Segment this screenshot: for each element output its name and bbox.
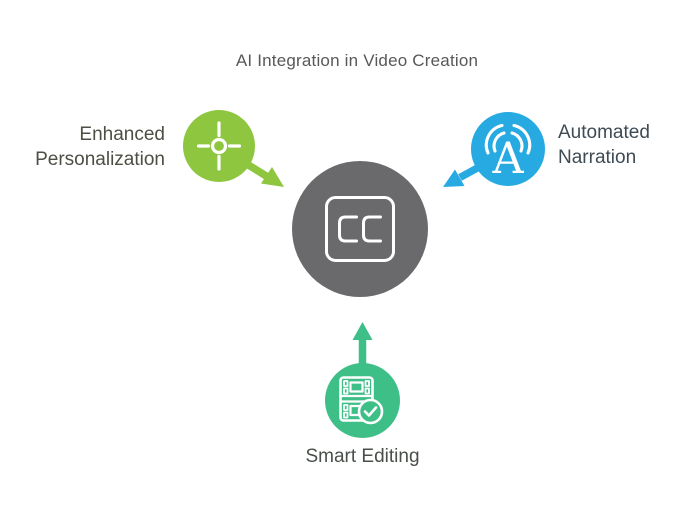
node-automated-narration: A [471,112,545,186]
narration-waves-icon: A [484,123,532,179]
label-automated-narration: Automated Narration [558,122,650,168]
label-enhanced-personalization: Enhanced Personalization [35,124,165,170]
diagram-title: AI Integration in Video Creation [235,51,479,70]
node-enhanced-personalization [183,110,255,182]
arrow-editing-to-center [352,322,373,368]
arrow-narration-to-center [443,162,483,187]
film-checkmark-icon [338,375,383,424]
arrow-personalization-to-center [244,160,284,187]
closed-captions-icon [325,196,395,262]
label-smart-editing: Smart Editing [305,446,420,467]
target-crosshair-icon [196,121,242,171]
node-smart-editing [325,363,400,438]
center-node-video [292,161,428,297]
svg-text:A: A [491,134,524,179]
